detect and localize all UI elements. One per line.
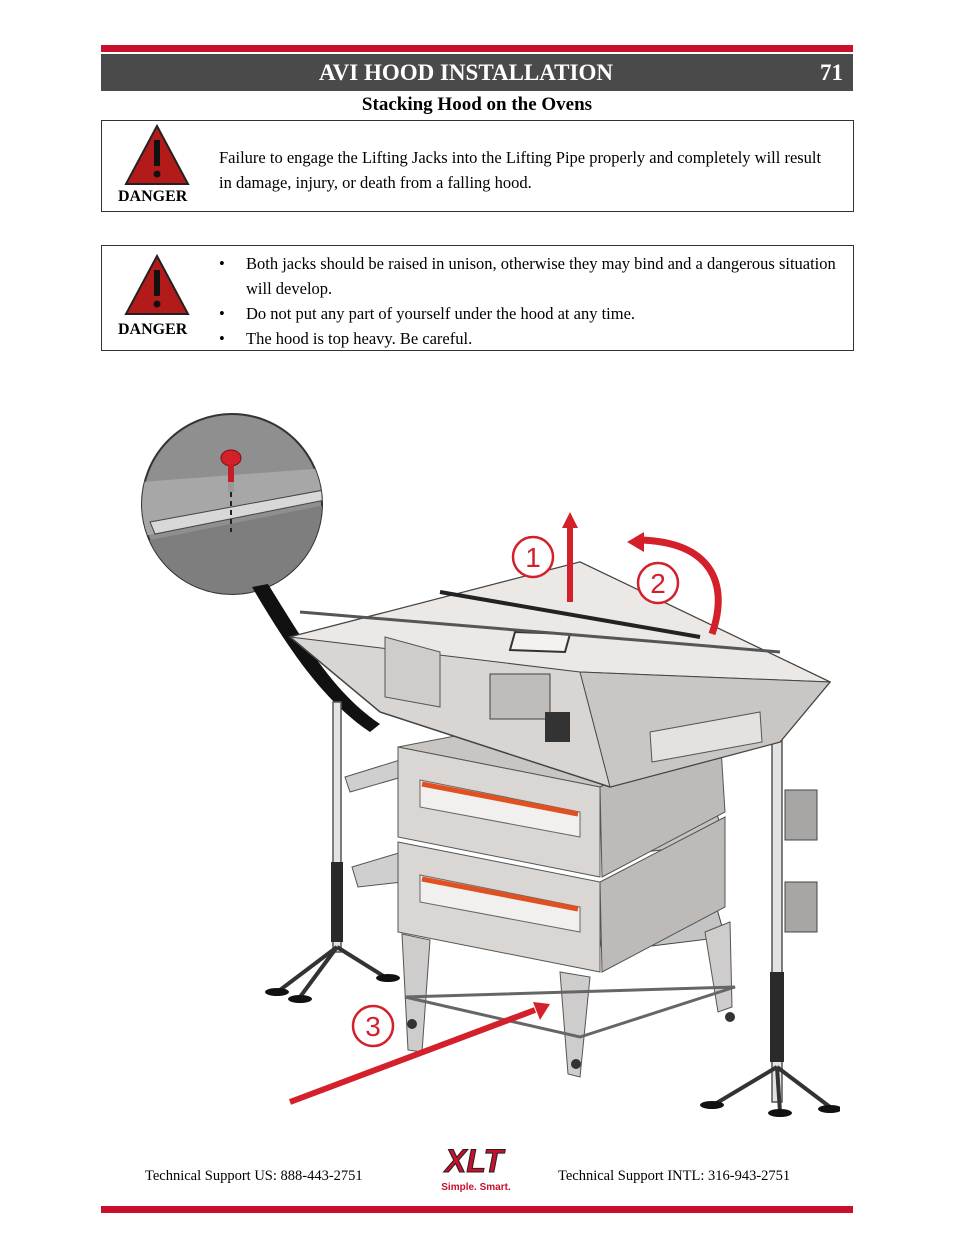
danger-message: Failure to engage the Lifting Jacks into…	[219, 148, 822, 192]
step-3-label: 3	[351, 1004, 395, 1048]
danger-bullet: The hood is top heavy. Be careful.	[219, 326, 847, 351]
svg-text:3: 3	[365, 1011, 381, 1042]
danger-warning-icon	[124, 254, 190, 315]
top-red-rule	[101, 45, 853, 52]
danger-label: DANGER	[118, 321, 188, 338]
danger-bullet: Both jacks should be raised in unison, o…	[219, 251, 847, 301]
ventilation-hood	[288, 561, 832, 788]
svg-text:2: 2	[650, 568, 666, 599]
svg-text:XLT: XLT	[443, 1143, 506, 1179]
danger-box-2: DANGER Both jacks should be raised in un…	[101, 245, 854, 351]
step-2-label: 2	[636, 561, 680, 605]
xlt-logo: XLT Simple. Smart.	[441, 1143, 511, 1194]
push-arrow	[288, 1002, 550, 1105]
page-header: AVI HOOD INSTALLATION 71	[101, 54, 853, 91]
page-title: AVI HOOD INSTALLATION	[319, 60, 613, 85]
left-lifting-jack	[265, 701, 400, 1003]
danger-warning-icon	[124, 124, 190, 185]
zoom-connector	[252, 584, 380, 732]
lift-arrow	[562, 512, 578, 602]
footer-support-us: Technical Support US: 888-443-2751	[145, 1168, 363, 1184]
danger-label: DANGER	[118, 188, 188, 205]
step-1-label: 1	[511, 535, 555, 579]
danger-box-1: DANGER Failure to engage the Lifting Jac…	[101, 120, 854, 212]
rotate-arrow	[639, 536, 722, 636]
footer-support-intl: Technical Support INTL: 316-943-2751	[558, 1168, 791, 1184]
hood-installation-illustration: 1 2 3	[141, 413, 840, 1117]
danger-bullet-list: Both jacks should be raised in unison, o…	[219, 251, 847, 351]
danger-bullet: Do not put any part of yourself under th…	[219, 301, 847, 326]
page-number: 71	[820, 60, 843, 85]
bottom-red-rule	[101, 1206, 853, 1213]
svg-text:Simple. Smart.: Simple. Smart.	[441, 1182, 511, 1193]
right-lifting-jack	[700, 731, 840, 1117]
zoom-detail-circle	[141, 413, 323, 595]
section-title: Stacking Hood on the Ovens	[361, 94, 593, 115]
svg-text:1: 1	[525, 542, 541, 573]
